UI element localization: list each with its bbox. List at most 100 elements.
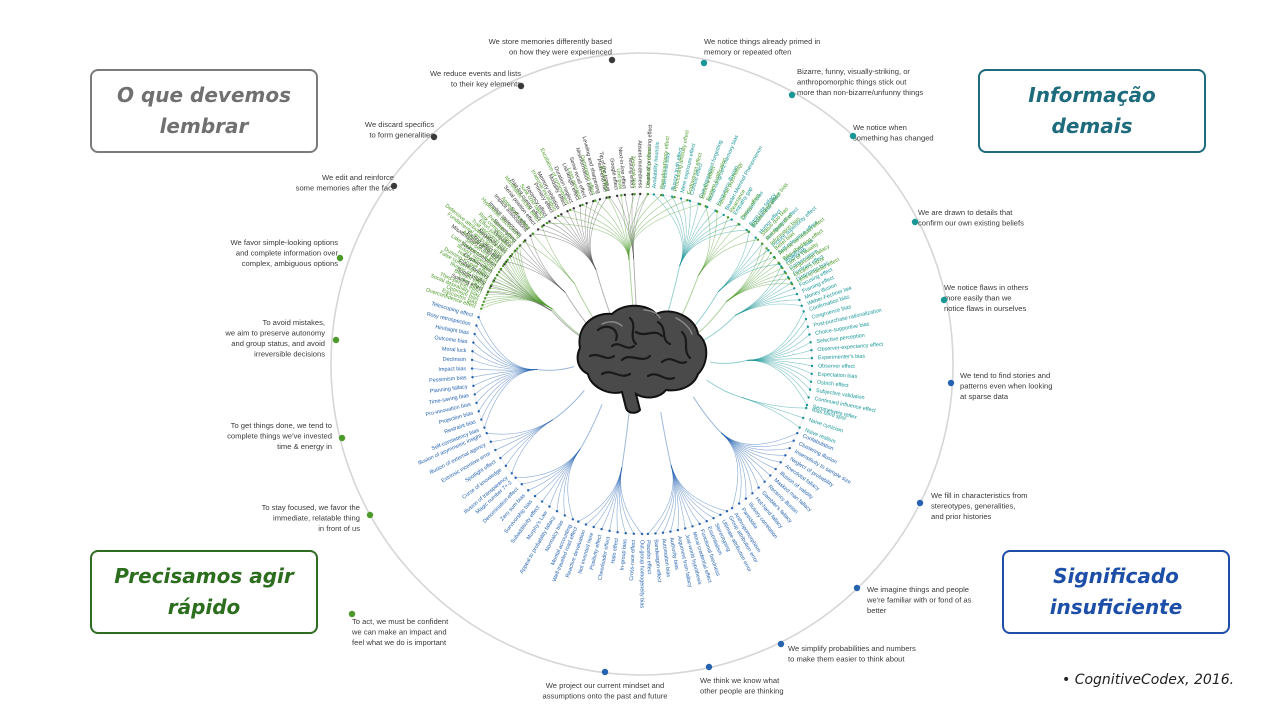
bias-dot <box>572 207 575 210</box>
bias-dot <box>585 202 588 205</box>
bias-dot <box>747 230 750 233</box>
bias-dot <box>495 273 499 277</box>
bias-dot <box>477 315 480 319</box>
bias-dot <box>513 250 516 253</box>
bias-label: Expectation bias <box>818 372 858 380</box>
bias-branch <box>679 219 732 267</box>
bias-dot <box>661 531 665 534</box>
branch-trunk <box>552 390 585 421</box>
branch-lines <box>471 193 813 535</box>
bias-dot <box>508 255 512 259</box>
bias-branch <box>662 195 684 267</box>
bias-dot <box>751 492 754 495</box>
bias-branch <box>721 432 739 509</box>
bias-dot <box>730 506 734 510</box>
bias-branch <box>472 350 538 370</box>
bias-branch <box>655 464 674 534</box>
bias-dot <box>745 228 748 232</box>
bias-branch <box>679 229 747 267</box>
bias-dot <box>606 196 610 199</box>
bias-dot <box>623 193 627 197</box>
bias-dot <box>529 234 532 237</box>
bias-dot <box>520 483 523 486</box>
quadrant-box-not-enough-meaning: Significado insuficiente <box>1002 550 1230 634</box>
bias-dot <box>490 283 493 287</box>
bias-label: Hindsight bias <box>435 324 470 336</box>
category-caption-line: feel what we do is important <box>352 638 447 647</box>
bias-dot <box>788 446 791 450</box>
bias-label: Observer-expectancy effect <box>817 342 884 353</box>
bias-dot <box>715 210 719 213</box>
bias-dot <box>686 198 689 202</box>
bias-label: Halo effect <box>611 537 621 564</box>
bias-branch <box>478 317 538 370</box>
category-caption-line: We imagine things and people <box>867 585 969 594</box>
bias-branch <box>721 432 781 463</box>
bias-dot <box>781 266 784 270</box>
bias-dot <box>754 236 757 239</box>
bias-dot <box>800 304 803 308</box>
bias-dot <box>522 240 526 243</box>
bias-dot <box>592 199 595 203</box>
quadrant-box-too-much-information: Informação demais <box>978 69 1206 153</box>
category-dot <box>430 133 438 141</box>
bias-dot <box>527 489 530 492</box>
category-dot <box>777 640 785 648</box>
category-caption-line: We think we know what <box>700 676 780 685</box>
bias-dot <box>769 251 772 255</box>
bias-dot <box>504 464 508 468</box>
bias-dot <box>787 277 791 280</box>
category-dot <box>366 511 374 519</box>
category-caption-line: other people are thinking <box>700 687 784 696</box>
category-caption-line: better <box>867 606 887 615</box>
bias-branch <box>717 237 757 292</box>
bias-dot <box>744 497 748 500</box>
quadrant-box-remember: O que devemos lembrar <box>90 69 318 153</box>
bias-label: Observer effect <box>818 363 855 369</box>
category-caption-line: stereotypes, generalities, <box>931 502 1015 511</box>
bias-dot <box>805 403 809 407</box>
bias-dot <box>784 272 787 275</box>
outer-ring <box>330 52 954 676</box>
category-caption-line: something has changed <box>853 134 934 143</box>
category-caption-line: We favor simple-looking options <box>231 238 339 247</box>
category-dot <box>911 218 919 226</box>
bias-dot <box>470 358 474 362</box>
bias-dot <box>804 317 808 321</box>
category-caption-line: To act, we must be confident <box>352 617 449 626</box>
bias-dot <box>807 396 810 399</box>
bias-branch <box>471 359 538 371</box>
bias-dot <box>598 198 602 201</box>
bias-branch <box>521 448 581 485</box>
bias-dot <box>615 194 619 198</box>
category-dot <box>788 91 796 99</box>
bias-dot <box>578 204 582 207</box>
bias-label: Attentional bias <box>661 152 672 190</box>
category-dot <box>705 663 713 671</box>
bias-dot <box>518 244 521 248</box>
bias-branch <box>511 419 554 474</box>
quadrant-label: Significado <box>1053 564 1179 588</box>
category-caption-line: we aim to preserve autonomy <box>224 329 325 338</box>
category-caption-line: We store memories differently based <box>489 37 612 46</box>
bias-branch <box>633 193 649 260</box>
category-caption-line: We notice flaws in others <box>944 283 1028 292</box>
bias-branch <box>541 226 575 284</box>
bias-dot <box>769 474 772 477</box>
bias-dot <box>779 461 782 464</box>
bias-dot <box>548 505 551 508</box>
bias-dot <box>566 210 569 213</box>
bias-dot <box>482 300 486 303</box>
bias-branch <box>530 235 566 293</box>
bias-dot <box>773 256 777 260</box>
bias-dot <box>616 531 619 534</box>
category-caption-line: memory or repeated often <box>704 48 791 57</box>
bias-dot <box>798 426 801 429</box>
bias-dot <box>774 467 777 471</box>
